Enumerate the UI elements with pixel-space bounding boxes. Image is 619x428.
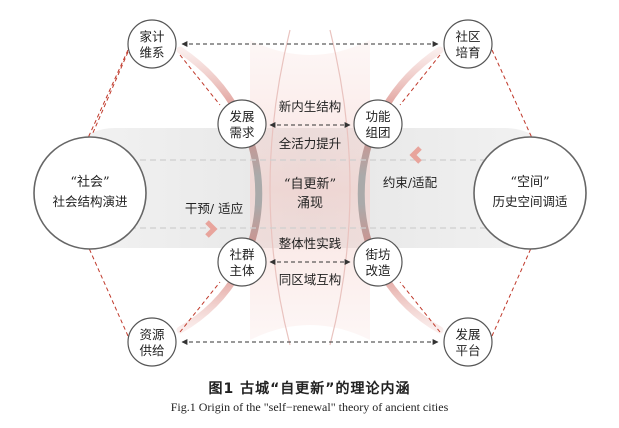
label-top2: 全活力提升 (279, 136, 342, 151)
space-title: “空间” (510, 175, 549, 190)
social-title: “社会” (70, 174, 109, 190)
label-bottom1: 整体性实践 (279, 236, 342, 251)
social-subtitle: 社会结构演进 (52, 194, 128, 209)
node-shequ: 社区 培育 (443, 19, 493, 69)
svg-text:维系: 维系 (139, 45, 164, 60)
svg-text:需求: 需求 (229, 125, 255, 140)
label-bottom2: 同区域互构 (279, 272, 342, 287)
chevron-right-icon (205, 220, 218, 238)
chevron-left-icon (409, 146, 422, 164)
center-subtitle: 涌现 (297, 196, 323, 211)
caption-cn: 图1 古城“自更新”的理论内涵 (208, 381, 411, 397)
svg-text:供给: 供给 (139, 343, 164, 358)
caption-en: Fig.1 Origin of the "self−renewal" theor… (170, 400, 449, 414)
svg-text:社群: 社群 (229, 247, 255, 262)
node-ziyuan: 资源 供给 (127, 317, 177, 367)
node-jiefang: 街坊 改造 (353, 237, 403, 287)
svg-text:街坊: 街坊 (365, 247, 390, 262)
svg-text:主体: 主体 (229, 263, 255, 278)
right-arc (357, 46, 444, 334)
node-jiaji: 家计 维系 (127, 19, 177, 69)
node-gongneng: 功能 组团 (353, 99, 403, 149)
svg-text:发展: 发展 (455, 327, 480, 342)
label-right: 约束/适配 (383, 175, 438, 190)
svg-text:发展: 发展 (229, 109, 254, 124)
node-shequn: 社群 主体 (217, 237, 267, 287)
svg-text:社区: 社区 (455, 29, 480, 44)
label-top1: 新内生结构 (279, 99, 342, 114)
node-fazhan-xuqiu: 发展 需求 (217, 99, 267, 149)
label-left: 干预/ 适应 (185, 201, 243, 216)
svg-text:资源: 资源 (139, 327, 165, 342)
social-circle: “社会” 社会结构演进 (33, 136, 147, 250)
space-subtitle: 历史空间调适 (492, 194, 567, 209)
svg-text:功能: 功能 (365, 109, 391, 124)
space-circle: “空间” 历史空间调适 (473, 136, 587, 250)
node-fazhan-pingtai: 发展 平台 (443, 317, 493, 367)
svg-text:平台: 平台 (455, 343, 480, 358)
svg-text:培育: 培育 (455, 45, 480, 60)
svg-text:改造: 改造 (365, 263, 391, 278)
svg-text:家计: 家计 (139, 29, 164, 44)
left-arc (176, 46, 263, 334)
svg-text:组团: 组团 (365, 125, 390, 140)
center-title: “自更新” (284, 176, 336, 192)
central-lens (250, 40, 370, 340)
